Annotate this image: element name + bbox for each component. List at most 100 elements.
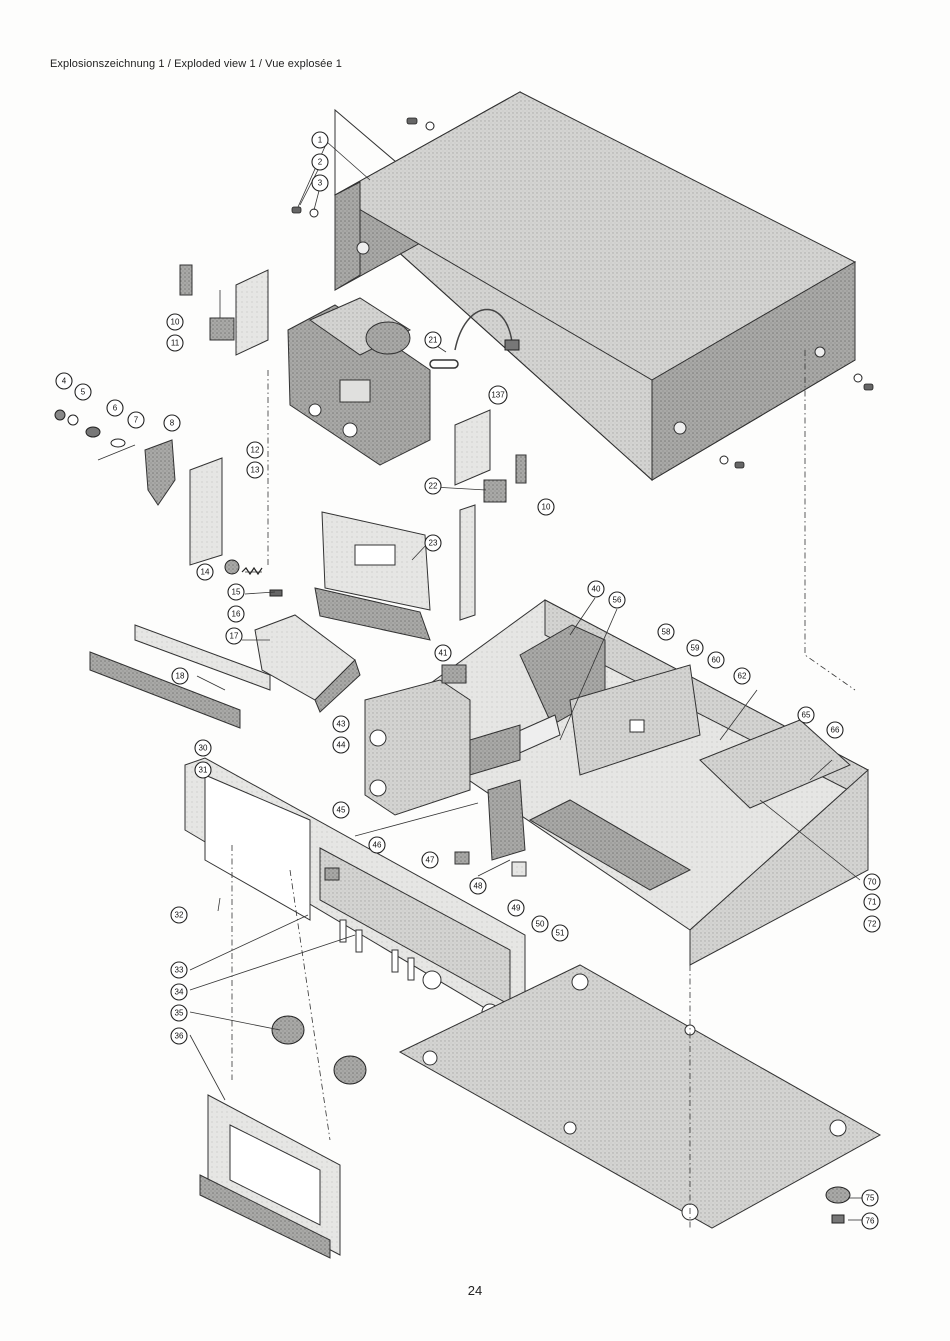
callout-71: 71 [864,894,880,910]
page-number: 24 [0,1283,950,1298]
callout-23: 23 [425,535,441,551]
callout-5: 5 [75,384,91,400]
callout-30: 30 [195,740,211,756]
callout-34: 34 [171,984,187,1000]
svg-text:44: 44 [337,741,346,750]
callout-11: 11 [167,335,183,351]
callout-76: 76 [862,1213,878,1229]
svg-text:76: 76 [866,1217,875,1226]
svg-text:65: 65 [802,711,811,720]
svg-text:11: 11 [171,339,180,348]
callout-6: 6 [107,400,123,416]
callout-40: 40 [588,581,604,597]
callout-10: 10 [167,314,183,330]
knobs [272,1016,366,1084]
svg-text:31: 31 [199,766,208,775]
svg-text:59: 59 [691,644,700,653]
left-head-assembly [180,265,268,355]
callout-12: 12 [247,442,263,458]
svg-text:58: 58 [662,628,671,637]
callout-35: 35 [171,1005,187,1021]
svg-text:47: 47 [426,856,435,865]
svg-text:48: 48 [474,882,483,891]
svg-text:10: 10 [171,318,180,327]
callout-7: 7 [128,412,144,428]
callout-65: 65 [798,707,814,723]
svg-text:66: 66 [831,726,840,735]
svg-text:4: 4 [62,377,67,386]
svg-text:40: 40 [592,585,601,594]
svg-text:22: 22 [429,482,438,491]
svg-text:14: 14 [201,568,210,577]
callout-48: 48 [470,878,486,894]
svg-text:10: 10 [542,503,551,512]
cassette-door-frame [315,512,430,640]
svg-text:33: 33 [175,966,184,975]
callout-47: 47 [422,852,438,868]
svg-text:7: 7 [134,416,139,425]
svg-text:56: 56 [613,596,622,605]
right-head-assembly [455,410,526,502]
svg-text:49: 49 [512,904,521,913]
svg-text:5: 5 [81,388,86,397]
svg-text:46: 46 [373,841,382,850]
svg-text:34: 34 [175,988,184,997]
callout-14: 14 [197,564,213,580]
callout-13: 13 [247,462,263,478]
callout-137: 137 [489,386,507,404]
cassette-mechanism [288,298,430,465]
svg-text:71: 71 [868,898,877,907]
svg-text:2: 2 [318,158,323,167]
svg-text:137: 137 [491,391,505,400]
svg-text:17: 17 [230,632,239,641]
callout-1: 1 [312,132,328,148]
callout-41: 41 [435,645,451,661]
svg-text:21: 21 [429,336,438,345]
callout-46: 46 [369,837,385,853]
callout-75: 75 [862,1190,878,1206]
svg-text:50: 50 [536,920,545,929]
callout-60: 60 [708,652,724,668]
cassette-door [200,1095,340,1258]
callout-70: 70 [864,874,880,890]
svg-text:30: 30 [199,744,208,753]
svg-text:32: 32 [175,911,184,920]
callout-4: 4 [56,373,72,389]
left-bracket [145,440,222,565]
svg-text:23: 23 [429,539,438,548]
svg-text:6: 6 [113,404,118,413]
callout-56: 56 [609,592,625,608]
callout-15: 15 [228,584,244,600]
callout-62: 62 [734,668,750,684]
callout-18: 18 [172,668,188,684]
svg-text:36: 36 [175,1032,184,1041]
lamp-cover [255,615,360,712]
callout-43: 43 [333,716,349,732]
callout-31: 31 [195,762,211,778]
callout-49: 49 [508,900,524,916]
svg-text:1: 1 [318,136,323,145]
callout-50: 50 [532,916,548,932]
callout-59: 59 [687,640,703,656]
svg-text:62: 62 [738,672,747,681]
foot [826,1187,850,1223]
callout-8: 8 [164,415,180,431]
callout-10-right: 10 [538,499,554,515]
svg-text:45: 45 [337,806,346,815]
callout-32: 32 [171,907,187,923]
svg-text:12: 12 [251,446,260,455]
callout-45: 45 [333,802,349,818]
svg-text:13: 13 [251,466,260,475]
svg-text:15: 15 [232,588,241,597]
svg-text:3: 3 [318,179,323,188]
callout-22: 22 [425,478,441,494]
small-parts-4-7 [55,410,135,460]
svg-text:18: 18 [176,672,185,681]
callout-21: 21 [425,332,441,348]
callout-51: 51 [552,925,568,941]
svg-text:16: 16 [232,610,241,619]
side-bracket [460,505,475,620]
svg-text:8: 8 [170,419,175,428]
